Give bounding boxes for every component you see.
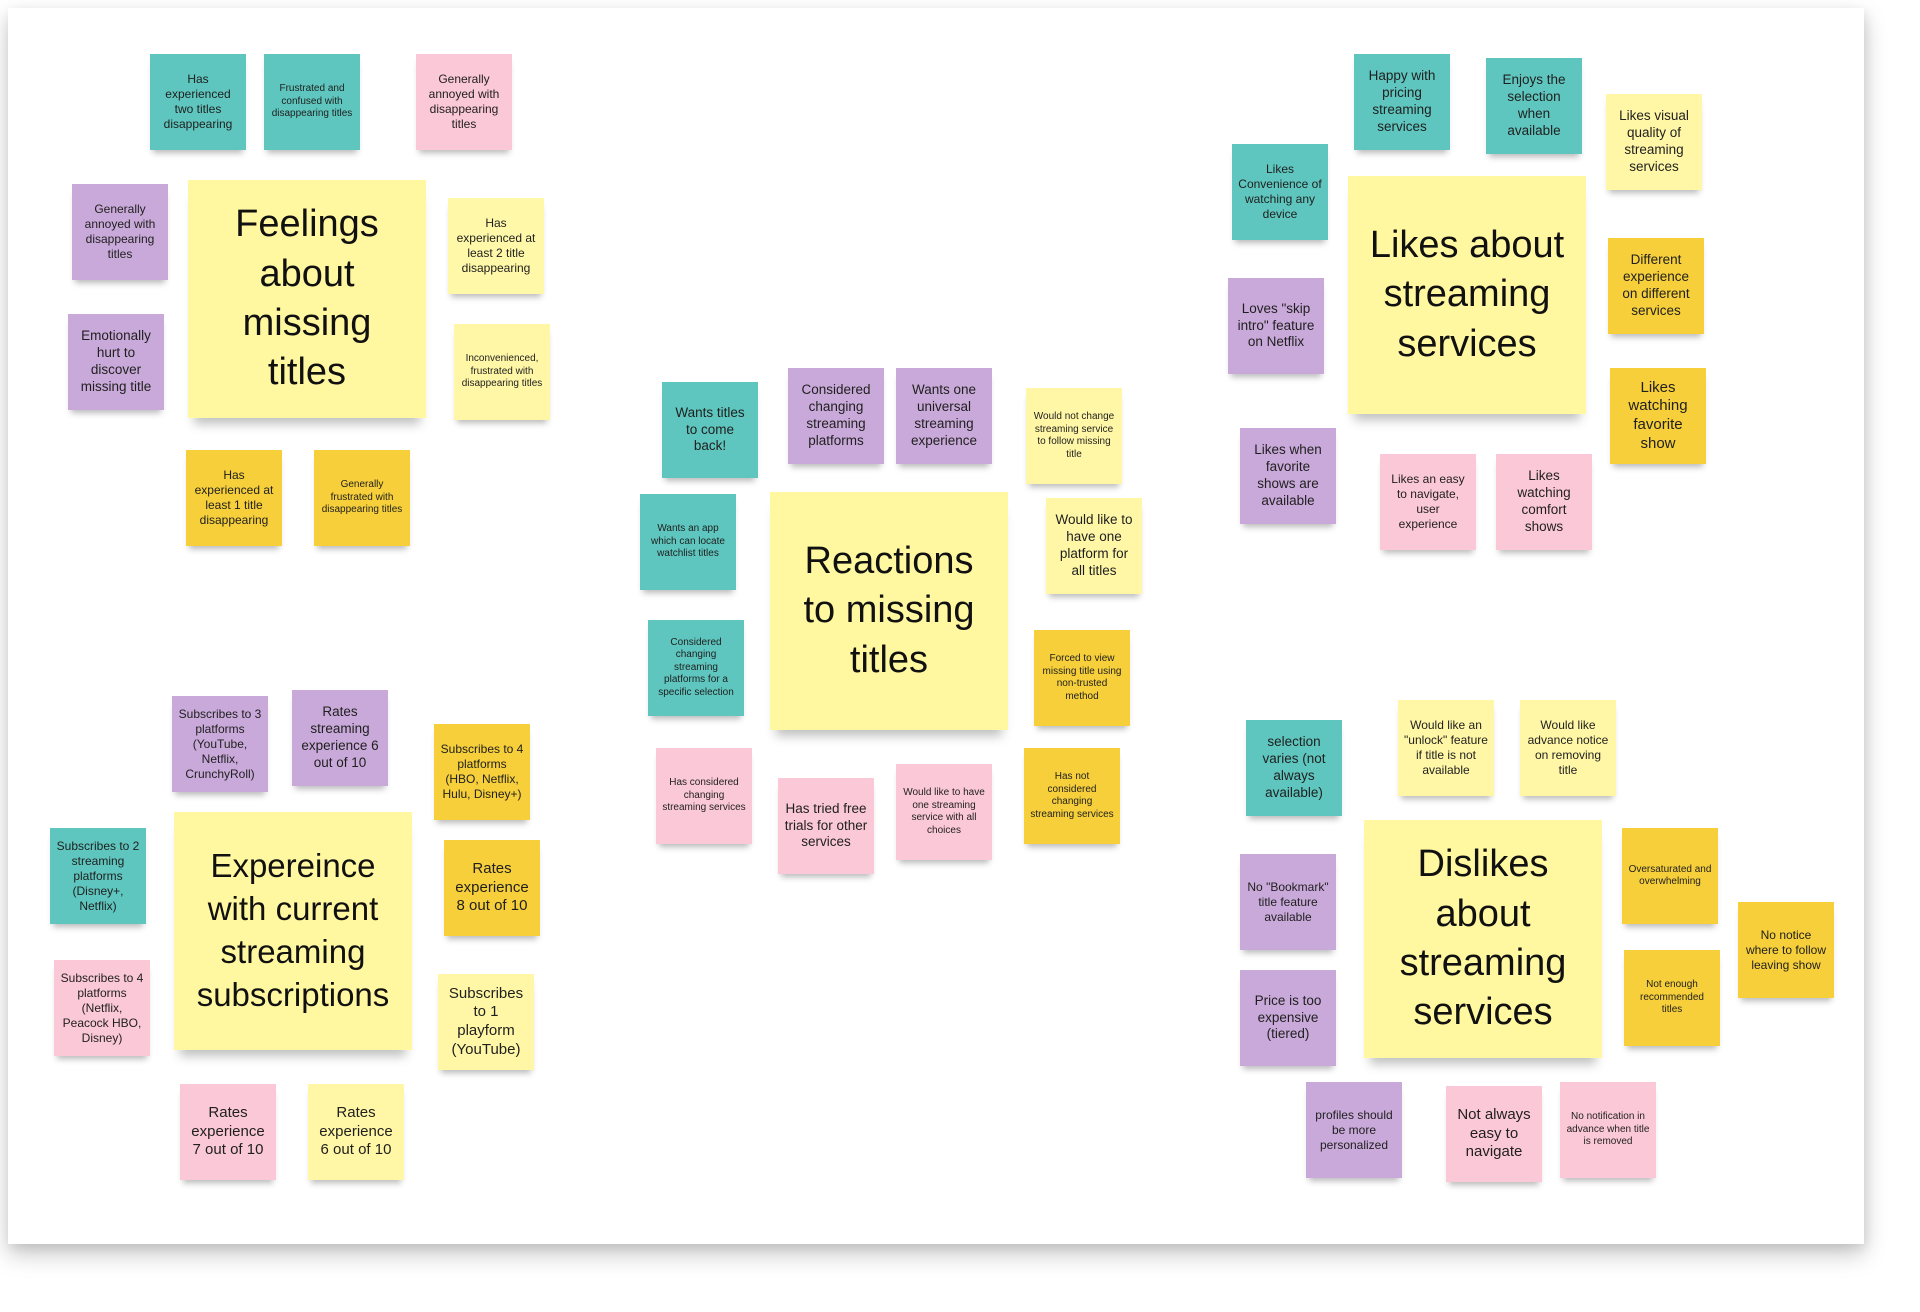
sticky-note[interactable]: Not enough recommended titles — [1624, 950, 1720, 1046]
sticky-note[interactable]: Not always easy to navigate — [1446, 1086, 1542, 1182]
sticky-note[interactable]: Would like an "unlock" feature if title … — [1398, 700, 1494, 796]
sticky-note[interactable]: Wants one universal streaming experience — [896, 368, 992, 464]
sticky-note[interactable]: Has not considered changing streaming se… — [1024, 748, 1120, 844]
sticky-note[interactable]: Subscribes to 4 platforms (HBO, Netflix,… — [434, 724, 530, 820]
sticky-note[interactable]: Rates streaming experience 6 out of 10 — [292, 690, 388, 786]
sticky-note[interactable]: Frustrated and confused with disappearin… — [264, 54, 360, 150]
sticky-note[interactable]: Forced to view missing title using non-t… — [1034, 630, 1130, 726]
sticky-note[interactable]: Generally annoyed with disappearing titl… — [416, 54, 512, 150]
cluster-title-dislikes[interactable]: Dislikes about streaming services — [1364, 820, 1602, 1058]
sticky-note[interactable]: Generally frustrated with disappearing t… — [314, 450, 410, 546]
affinity-board: Feelings about missing titles Has experi… — [8, 8, 1864, 1244]
sticky-note[interactable]: Has tried free trials for other services — [778, 778, 874, 874]
sticky-note[interactable]: Wants an app which can locate watchlist … — [640, 494, 736, 590]
cluster-title-experience[interactable]: Expereince with current streaming subscr… — [174, 812, 412, 1050]
sticky-note[interactable]: Likes an easy to navigate, user experien… — [1380, 454, 1476, 550]
sticky-note[interactable]: Likes Convenience of watching any device — [1232, 144, 1328, 240]
sticky-note[interactable]: Considered changing streaming platforms … — [648, 620, 744, 716]
sticky-note[interactable]: selection varies (not always available) — [1246, 720, 1342, 816]
sticky-note[interactable]: Subscribes to 4 platforms (Netflix, Peac… — [54, 960, 150, 1056]
sticky-note[interactable]: Inconvenienced, frustrated with disappea… — [454, 324, 550, 420]
sticky-note[interactable]: Subscribes to 1 playform (YouTube) — [438, 974, 534, 1070]
sticky-note[interactable]: Rates experience 8 out of 10 — [444, 840, 540, 936]
sticky-note[interactable]: Subscribes to 3 platforms (YouTube, Netf… — [172, 696, 268, 792]
sticky-note[interactable]: Would like to have one streaming service… — [896, 764, 992, 860]
sticky-note[interactable]: Likes watching comfort shows — [1496, 454, 1592, 550]
sticky-note[interactable]: No notice where to follow leaving show — [1738, 902, 1834, 998]
sticky-note[interactable]: Rates experience 7 out of 10 — [180, 1084, 276, 1180]
sticky-note[interactable]: Oversaturated and overwhelming — [1622, 828, 1718, 924]
sticky-note[interactable]: Generally annoyed with disappearing titl… — [72, 184, 168, 280]
cluster-title-likes[interactable]: Likes about streaming services — [1348, 176, 1586, 414]
sticky-note[interactable]: Considered changing streaming platforms — [788, 368, 884, 464]
sticky-note[interactable]: Likes visual quality of streaming servic… — [1606, 94, 1702, 190]
sticky-note[interactable]: No notification in advance when title is… — [1560, 1082, 1656, 1178]
sticky-note[interactable]: Happy with pricing streaming services — [1354, 54, 1450, 150]
sticky-note[interactable]: Would like advance notice on removing ti… — [1520, 700, 1616, 796]
sticky-note[interactable]: No "Bookmark" title feature available — [1240, 854, 1336, 950]
sticky-note[interactable]: Has experienced at least 1 title disappe… — [186, 450, 282, 546]
sticky-note[interactable]: Has experienced two titles disappearing — [150, 54, 246, 150]
sticky-note[interactable]: profiles should be more personalized — [1306, 1082, 1402, 1178]
sticky-note[interactable]: Rates experience 6 out of 10 — [308, 1084, 404, 1180]
sticky-note[interactable]: Enjoys the selection when available — [1486, 58, 1582, 154]
sticky-note[interactable]: Likes watching favorite show — [1610, 368, 1706, 464]
sticky-note[interactable]: Would not change streaming service to fo… — [1026, 388, 1122, 484]
sticky-note[interactable]: Emotionally hurt to discover missing tit… — [68, 314, 164, 410]
sticky-note[interactable]: Price is too expensive (tiered) — [1240, 970, 1336, 1066]
sticky-note[interactable]: Has considered changing streaming servic… — [656, 748, 752, 844]
cluster-title-reactions[interactable]: Reactions to missing titles — [770, 492, 1008, 730]
cluster-title-feelings[interactable]: Feelings about missing titles — [188, 180, 426, 418]
sticky-note[interactable]: Has experienced at least 2 title disappe… — [448, 198, 544, 294]
sticky-note[interactable]: Loves "skip intro" feature on Netflix — [1228, 278, 1324, 374]
sticky-note[interactable]: Would like to have one platform for all … — [1046, 498, 1142, 594]
sticky-note[interactable]: Subscribes to 2 streaming platforms (Dis… — [50, 828, 146, 924]
sticky-note[interactable]: Different experience on different servic… — [1608, 238, 1704, 334]
sticky-note[interactable]: Likes when favorite shows are available — [1240, 428, 1336, 524]
sticky-note[interactable]: Wants titles to come back! — [662, 382, 758, 478]
